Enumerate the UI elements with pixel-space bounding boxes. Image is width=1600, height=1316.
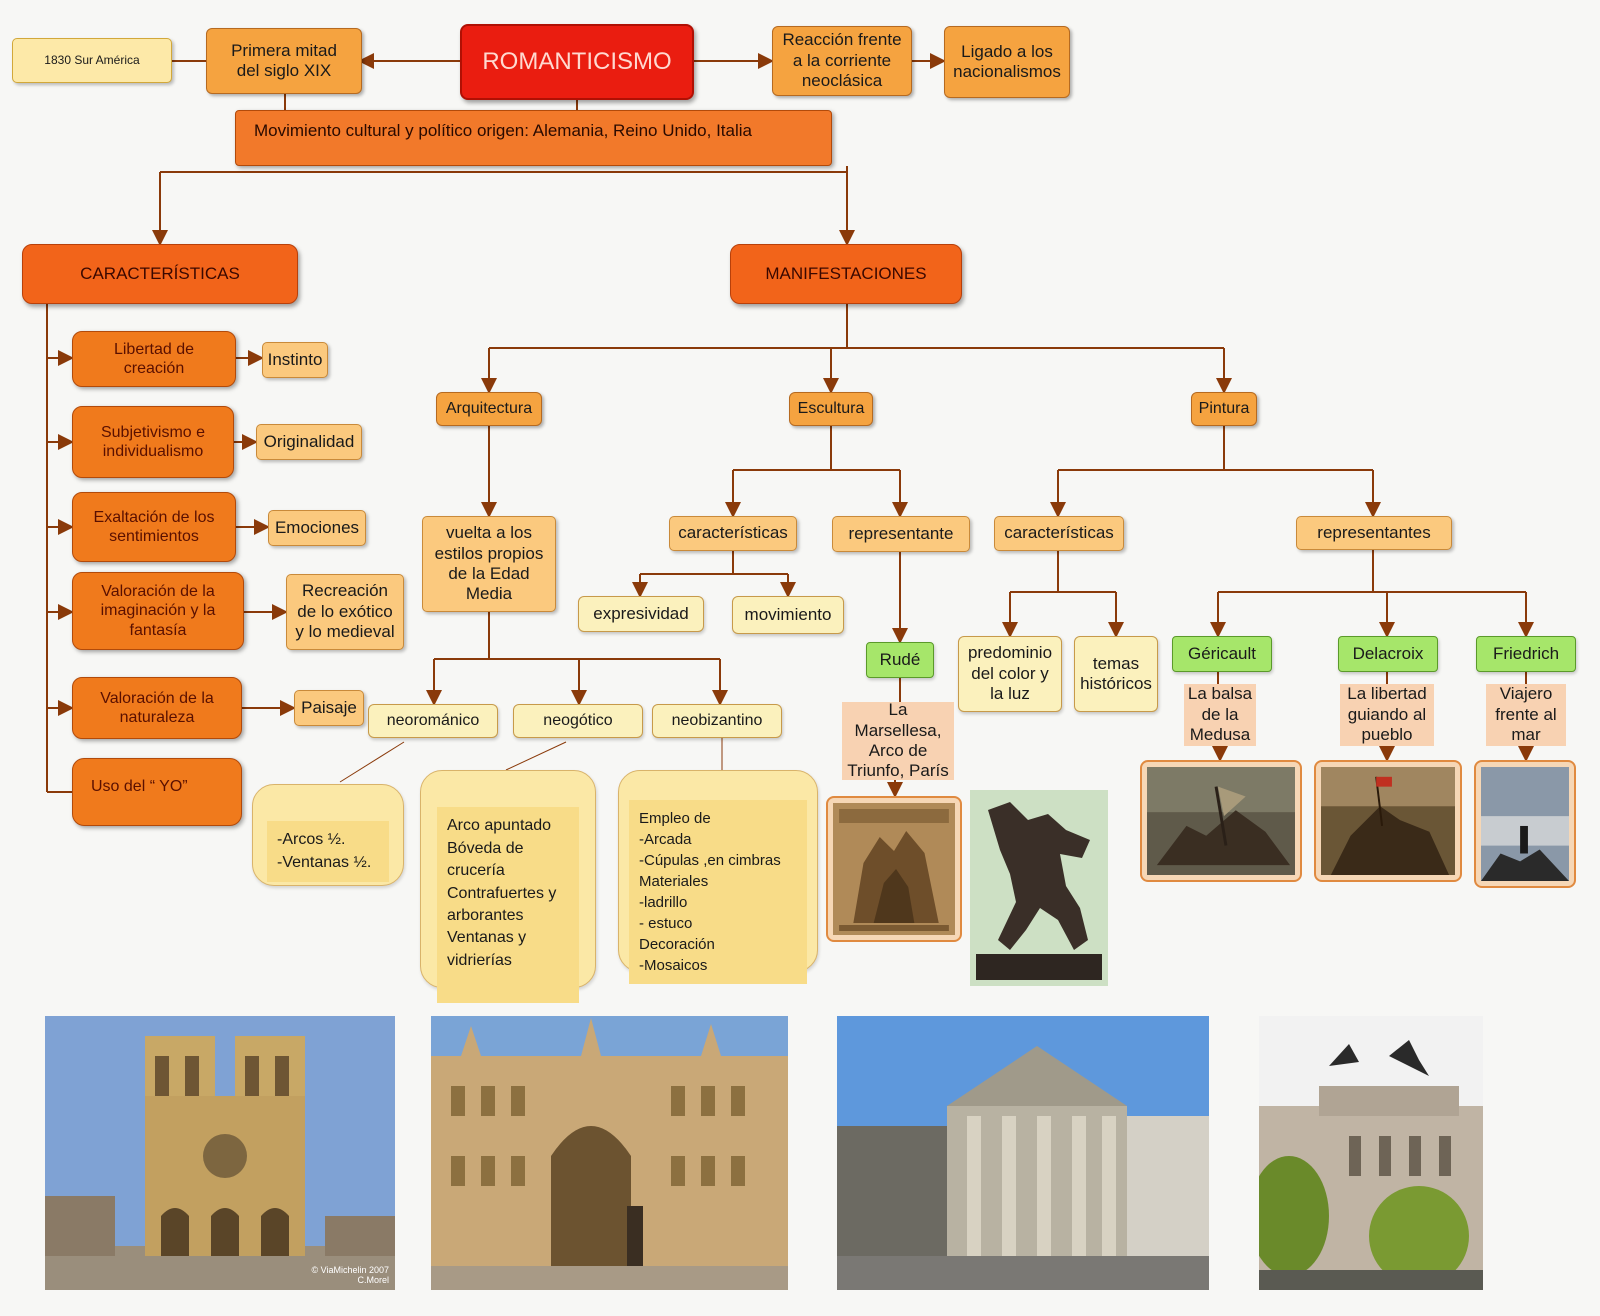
char-subjetivismo-detail: Originalidad [256, 424, 362, 460]
palace-photo [1259, 1016, 1483, 1290]
caracteristicas-heading: CARACTERÍSTICAS [22, 244, 298, 304]
char-naturaleza: Valoración de la naturaleza [72, 677, 242, 739]
photo-credit: © ViaMichelin 2007 C.Morel [311, 1265, 389, 1286]
char-subjetivismo: Subjetivismo e individualismo [72, 406, 234, 478]
escultura-box: Escultura [789, 392, 873, 426]
movement-box: Movimiento cultural y político origen: A… [235, 110, 832, 166]
note-neoromanico: -Arcos ½. -Ventanas ½. [252, 784, 404, 886]
char-uso-yo: Uso del “ YO” [72, 758, 242, 826]
note-neobizantino: Empleo de -Arcada -Cúpulas ,en cimbras M… [618, 770, 818, 984]
char-imaginacion: Valoración de la imaginación y la fantas… [72, 572, 244, 650]
viajero-painting-image [1474, 760, 1576, 888]
work-marsellesa: La Marsellesa, Arco de Triunfo, París [842, 700, 954, 780]
artist-friedrich: Friedrich [1476, 636, 1576, 672]
sculpture-image [970, 790, 1108, 986]
pintura-temas: temas históricos [1074, 636, 1158, 712]
period-box: Primera mitad del siglo XIX [206, 28, 362, 94]
title-box: ROMANTICISMO [460, 24, 694, 100]
date-note-box: 1830 Sur América [12, 38, 172, 83]
pintura-rep-label: representantes [1296, 516, 1452, 550]
note-neogotico: Arco apuntado Bóveda de crucería Contraf… [420, 770, 596, 1004]
notre-dame-photo: © ViaMichelin 2007 C.Morel [45, 1016, 395, 1290]
note-neoromanico-text: -Arcos ½. -Ventanas ½. [267, 821, 389, 883]
char-exaltacion-detail: Emociones [268, 510, 366, 546]
reaction-box: Reacción frente a la corriente neoclásic… [772, 26, 912, 96]
escultura-rep-label: representante [832, 516, 970, 552]
arquitectura-box: Arquitectura [436, 392, 542, 426]
escultura-movimiento: movimiento [732, 596, 844, 634]
char-imaginacion-detail: Recreación de lo exótico y lo medieval [286, 574, 404, 650]
marsellesa-image [826, 796, 962, 942]
char-libertad: Libertad de creación [72, 331, 236, 387]
note-neogotico-text: Arco apuntado Bóveda de crucería Contraf… [437, 807, 579, 1004]
medusa-painting-image [1140, 760, 1302, 882]
escultura-expresividad: expresividad [578, 596, 704, 632]
style-neobizantino: neobizantino [652, 704, 782, 738]
char-libertad-detail: Instinto [262, 342, 328, 378]
pintura-box: Pintura [1191, 392, 1257, 426]
neoclassical-church-photo [837, 1016, 1209, 1290]
style-neoromanico: neorománico [368, 704, 498, 738]
work-medusa: La balsa de la Medusa [1184, 684, 1256, 746]
pintura-features-label: características [994, 516, 1124, 551]
manifestaciones-heading: MANIFESTACIONES [730, 244, 962, 304]
note-neobizantino-text: Empleo de -Arcada -Cúpulas ,en cimbras M… [629, 800, 807, 984]
artist-gericault: Géricault [1172, 636, 1272, 672]
westminster-photo [431, 1016, 788, 1290]
pintura-color-luz: predominio del color y la luz [958, 636, 1062, 712]
artist-delacroix: Delacroix [1338, 636, 1438, 672]
nationalism-box: Ligado a los nacionalismos [944, 26, 1070, 98]
style-neogotico: neogótico [513, 704, 643, 738]
work-libertad: La libertad guiando al pueblo [1340, 684, 1434, 746]
char-naturaleza-detail: Paisaje [294, 690, 364, 726]
char-exaltacion: Exaltación de los sentimientos [72, 492, 236, 562]
escultura-features-label: características [669, 516, 797, 551]
work-viajero: Viajero frente al mar [1486, 684, 1566, 746]
artist-rude: Rudé [866, 642, 934, 678]
libertad-painting-image [1314, 760, 1462, 882]
arquitectura-desc: vuelta a los estilos propios de la Edad … [422, 516, 556, 612]
